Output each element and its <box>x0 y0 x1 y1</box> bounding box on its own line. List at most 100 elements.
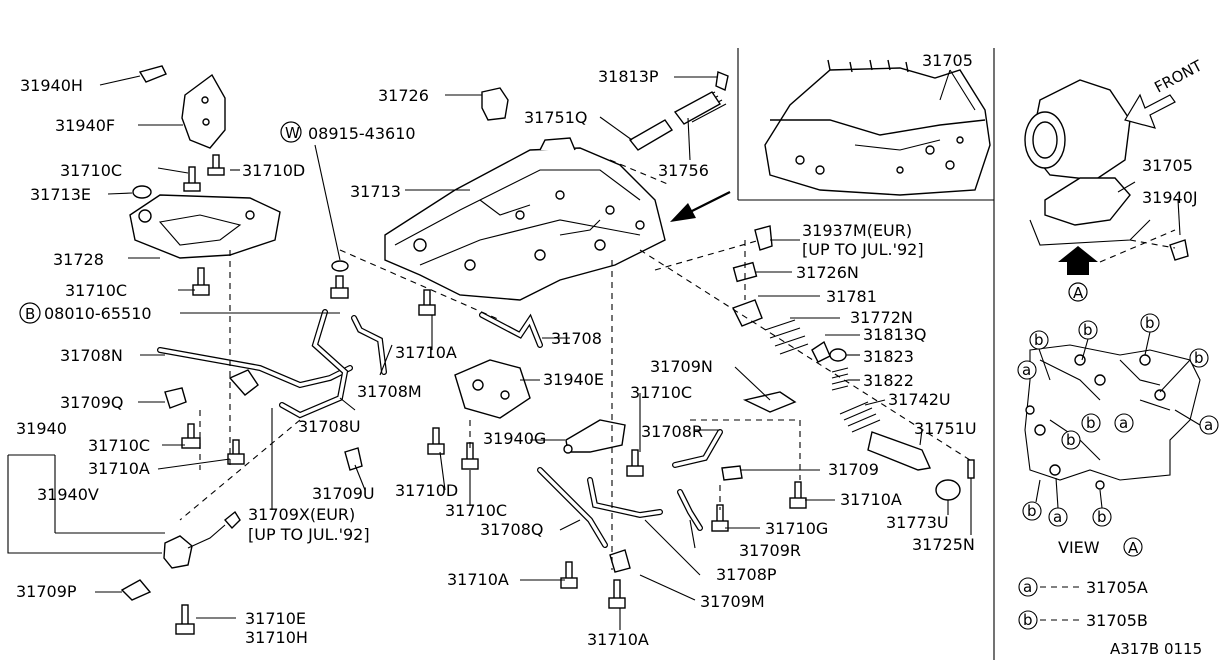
label-31710C-d: 31710C <box>445 501 507 520</box>
svg-text:a: a <box>1023 578 1032 596</box>
label-31710D: 31710D <box>242 161 305 180</box>
bolt-icon <box>183 154 225 192</box>
marker-a-icon: a <box>1114 413 1134 433</box>
label-31822: 31822 <box>863 371 914 390</box>
label-31708R: 31708R <box>641 422 703 441</box>
label-31713E: 31713E <box>30 185 91 204</box>
label-31708N: 31708N <box>60 346 123 365</box>
label-31709U: 31709U <box>312 484 375 503</box>
valve-body-31713-illustration <box>384 137 666 301</box>
label-31710E: 31710E <box>245 609 306 628</box>
label-31773U: 31773U <box>886 513 949 532</box>
legend: a 31705A b 31705B <box>1018 577 1148 630</box>
label-31709R: 31709R <box>739 541 801 560</box>
frame-lines <box>737 48 995 660</box>
svg-text:b: b <box>1083 321 1093 339</box>
label-31728: 31728 <box>53 250 104 269</box>
label-31940G: 31940G <box>483 429 546 448</box>
label-31713: 31713 <box>350 182 401 201</box>
label-31710A-a: 31710A <box>88 459 150 478</box>
marker-b-icon: b <box>1078 320 1098 340</box>
right-center-parts <box>628 71 975 501</box>
marker-B: B <box>19 302 41 324</box>
legend-row-a: a 31705A <box>1018 577 1148 597</box>
legend-row-b: b 31705B <box>1018 610 1148 630</box>
label-08915-43610: 08915-43610 <box>308 124 416 143</box>
svg-text:A: A <box>1128 539 1139 557</box>
part-labels: 31940H 31940F 31710C 31710D 31713E 31728… <box>16 51 977 649</box>
label-31772N: 31772N <box>850 308 913 327</box>
label-31709P: 31709P <box>16 582 77 601</box>
label-31940F: 31940F <box>55 116 115 135</box>
label-31726: 31726 <box>378 86 429 105</box>
label-31823: 31823 <box>863 347 914 366</box>
svg-text:a: a <box>1053 508 1062 526</box>
center-parts <box>418 87 807 609</box>
marker-b-icon: b <box>1189 348 1209 368</box>
label-31710A-e: 31710A <box>840 490 902 509</box>
marker-b-icon: b <box>1029 330 1049 350</box>
label-31709M: 31709M <box>700 592 765 611</box>
svg-text:b: b <box>1097 508 1107 526</box>
svg-text:b: b <box>1034 331 1044 349</box>
label-31751U: 31751U <box>914 419 977 438</box>
svg-text:W: W <box>285 124 300 142</box>
marker-a-icon: a <box>1199 415 1219 435</box>
marker-W: W <box>280 121 302 143</box>
label-31710C-a: 31710C <box>60 161 122 180</box>
label-31710C-c: 31710C <box>88 436 150 455</box>
label-31937M: 31937M(EUR) <box>802 221 912 240</box>
label-31940E: 31940E <box>543 370 604 389</box>
view-arrow-marker: A <box>1073 284 1084 302</box>
svg-text:a: a <box>1204 416 1213 434</box>
label-31940J: 31940J <box>1142 188 1198 207</box>
marker-a-icon: a <box>1017 360 1037 380</box>
valve-body-assembly-illustration <box>764 59 991 196</box>
marker-b-icon: b <box>1061 430 1081 450</box>
label-31940V: 31940V <box>37 485 99 504</box>
label-31756: 31756 <box>658 161 709 180</box>
label-31710D-b: 31710D <box>395 481 458 500</box>
label-31709X-note: [UP TO JUL.'92] <box>248 525 370 544</box>
label-31709: 31709 <box>828 460 879 479</box>
svg-text:b: b <box>1086 414 1096 432</box>
label-31710C-e: 31710C <box>630 383 692 402</box>
label-31937M-note: [UP TO JUL.'92] <box>802 240 924 259</box>
svg-text:b: b <box>1194 349 1204 367</box>
svg-text:b: b <box>1027 502 1037 520</box>
svg-text:a: a <box>1119 414 1128 432</box>
svg-text:B: B <box>25 305 35 323</box>
left-upper-parts <box>7 65 387 635</box>
label-31708U: 31708U <box>298 417 361 436</box>
label-31751Q: 31751Q <box>524 108 588 127</box>
marker-b-icon: b <box>1092 507 1112 527</box>
label-31710A-c: 31710A <box>447 570 509 589</box>
label-31813Q: 31813Q <box>863 325 927 344</box>
label-31742U: 31742U <box>888 390 951 409</box>
svg-text:VIEW: VIEW <box>1058 538 1100 557</box>
svg-text:a: a <box>1022 361 1031 379</box>
svg-text:b: b <box>1145 314 1155 332</box>
label-31710C-b: 31710C <box>65 281 127 300</box>
front-label: FRONT <box>1151 56 1205 96</box>
label-31710H: 31710H <box>245 628 308 647</box>
label-31705-side: 31705 <box>1142 156 1193 175</box>
label-31940: 31940 <box>16 419 67 438</box>
right-panel: FRONT 31705 31940J A <box>1024 56 1206 490</box>
leader-lines <box>95 75 972 630</box>
marker-b-icon: b <box>1022 501 1042 521</box>
legend-b-text: 31705B <box>1086 611 1148 630</box>
label-31725N: 31725N <box>912 535 975 554</box>
view-a-markers: b b b a b b a b a b a b <box>1017 313 1219 527</box>
label-31705-top: 31705 <box>922 51 973 70</box>
label-08010-65510: 08010-65510 <box>44 304 152 323</box>
marker-b-icon: b <box>1140 313 1160 333</box>
label-31709X: 31709X(EUR) <box>248 505 355 524</box>
label-31708Q: 31708Q <box>480 520 544 539</box>
diagram-code: A317B 0115 <box>1110 640 1202 658</box>
label-31708: 31708 <box>551 329 602 348</box>
label-31708M: 31708M <box>357 382 422 401</box>
marker-b-icon: b <box>1081 413 1101 433</box>
label-31710A-b: 31710A <box>395 343 457 362</box>
